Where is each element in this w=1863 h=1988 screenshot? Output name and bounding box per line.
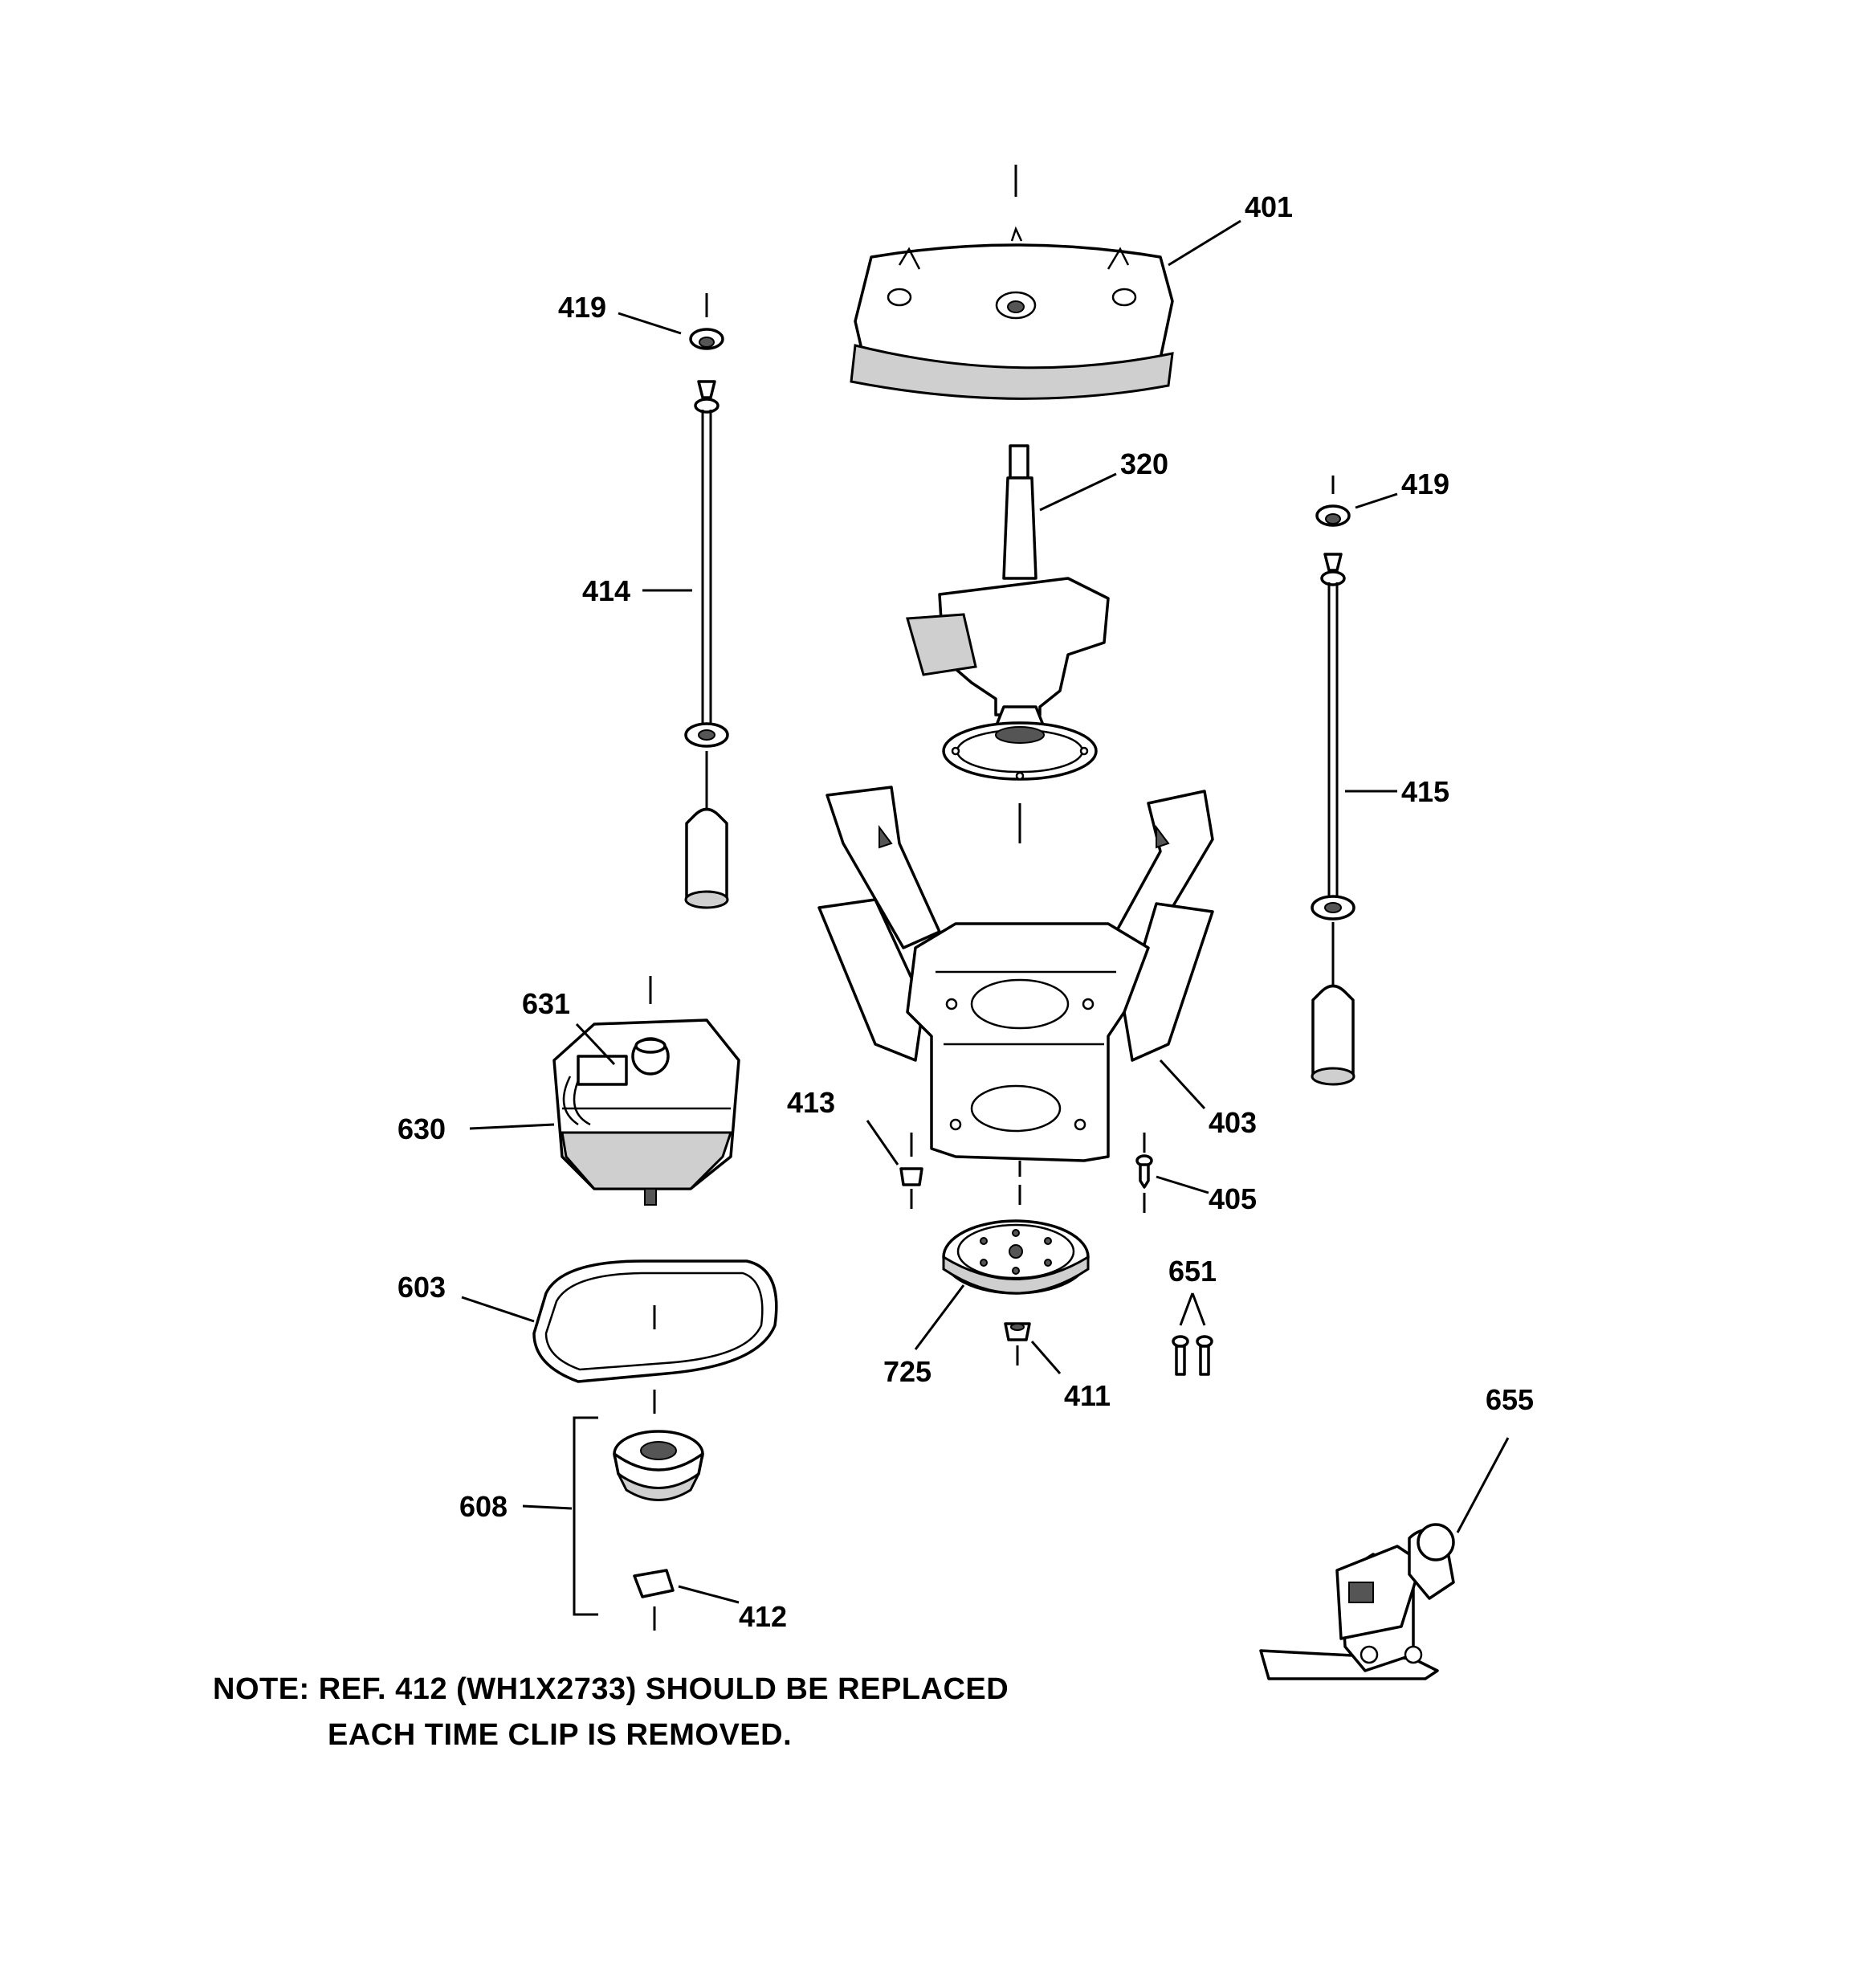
nut-icon	[1004, 1322, 1031, 1365]
drive-pulley-icon	[942, 1185, 1090, 1295]
callout-415: 415	[1401, 775, 1449, 808]
screw-icon	[1135, 1133, 1153, 1213]
nut-icon	[899, 1133, 923, 1209]
callout-655: 655	[1486, 1383, 1534, 1416]
callout-631: 631	[522, 987, 570, 1020]
tub-cover-icon	[850, 165, 1174, 400]
transmission-icon	[906, 444, 1110, 831]
callout-608: 608	[459, 1490, 508, 1523]
callout-419-left: 419	[558, 291, 606, 324]
screws-icon	[1172, 1335, 1213, 1376]
motor-icon	[552, 976, 740, 1206]
callout-405: 405	[1209, 1182, 1257, 1215]
suspension-rod-icon	[684, 380, 729, 909]
cap-icon	[689, 293, 724, 350]
mounting-bracket-icon	[817, 786, 1214, 1162]
callout-414: 414	[582, 574, 630, 607]
cap-icon	[1315, 476, 1351, 527]
callout-412: 412	[739, 1600, 787, 1633]
callout-419-right: 419	[1401, 467, 1449, 500]
pump-icon	[1259, 1523, 1455, 1680]
motor-pulley-icon	[613, 1305, 704, 1501]
callout-411: 411	[1064, 1379, 1111, 1412]
callout-630: 630	[397, 1112, 446, 1145]
callout-401: 401	[1245, 190, 1293, 223]
callout-725: 725	[883, 1355, 932, 1388]
note-line-2: EACH TIME CLIP IS REMOVED.	[328, 1718, 792, 1752]
callout-320: 320	[1120, 447, 1168, 480]
note-line-1: NOTE: REF. 412 (WH1X2733) SHOULD BE REPL…	[213, 1672, 1009, 1706]
callout-651: 651	[1168, 1255, 1217, 1288]
suspension-rod-icon	[1311, 553, 1355, 1086]
callout-603: 603	[397, 1271, 446, 1304]
callout-413: 413	[787, 1086, 835, 1119]
callout-403: 403	[1209, 1106, 1257, 1139]
clip-icon	[633, 1569, 675, 1631]
